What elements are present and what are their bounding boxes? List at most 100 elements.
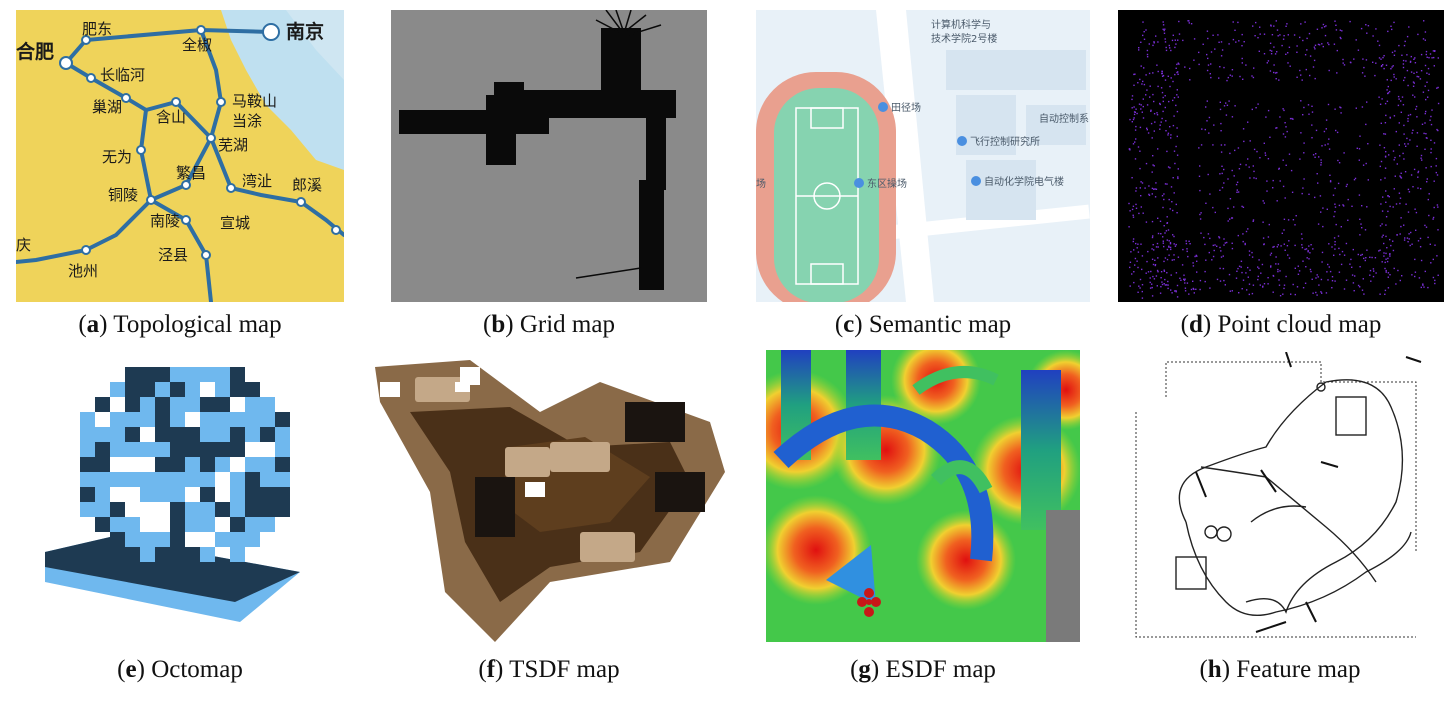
point-cloud-point (1385, 252, 1387, 255)
octomap-voxel (200, 457, 215, 472)
octomap-voxel (110, 427, 125, 442)
point-cloud-point (1361, 106, 1364, 108)
point-cloud-point (1288, 153, 1291, 155)
octomap-voxel (200, 502, 215, 517)
point-cloud-point (1387, 85, 1389, 88)
point-cloud-point (1262, 237, 1265, 239)
point-cloud-point (1239, 163, 1242, 166)
point-cloud-point (1313, 46, 1316, 48)
point-cloud-point (1251, 108, 1253, 111)
point-cloud-point (1343, 64, 1346, 66)
point-cloud-point (1207, 233, 1210, 235)
point-cloud-point (1385, 271, 1387, 273)
point-cloud-point (1172, 80, 1174, 83)
point-cloud-point (1363, 293, 1365, 295)
point-cloud-point (1334, 280, 1336, 282)
city-changlinhe: 长临河 (100, 66, 145, 84)
point-cloud-point (1170, 77, 1172, 79)
point-cloud-point (1141, 255, 1144, 257)
point-cloud-point (1322, 45, 1324, 48)
point-cloud-point (1179, 277, 1181, 279)
point-cloud-point (1254, 35, 1256, 37)
point-cloud-point (1198, 63, 1200, 66)
point-cloud-point (1413, 82, 1415, 84)
point-cloud-point (1164, 41, 1167, 43)
point-cloud-point (1331, 246, 1333, 248)
point-cloud-point (1403, 133, 1405, 135)
point-cloud-point (1301, 244, 1303, 246)
point-cloud-point (1325, 128, 1327, 130)
point-cloud-point (1129, 261, 1132, 263)
point-cloud-point (1424, 85, 1426, 87)
point-cloud-point (1425, 226, 1428, 228)
point-cloud-point (1430, 115, 1432, 118)
point-cloud-point (1277, 244, 1279, 246)
point-cloud-point (1247, 266, 1249, 269)
point-cloud-point (1138, 103, 1141, 105)
point-cloud-point (1186, 282, 1189, 284)
point-cloud-point (1131, 121, 1133, 123)
point-cloud-point (1360, 223, 1362, 225)
octomap-voxel (95, 397, 110, 412)
point-cloud-point (1238, 265, 1241, 267)
point-cloud-point (1323, 26, 1326, 28)
point-cloud-point (1208, 116, 1211, 119)
point-cloud-point (1224, 242, 1226, 244)
city-chaohu: 巢湖 (92, 98, 122, 116)
point-cloud-point (1338, 204, 1341, 207)
point-cloud-point (1141, 290, 1143, 293)
point-cloud-point (1386, 89, 1388, 91)
point-cloud-point (1310, 270, 1312, 273)
point-cloud-point (1134, 141, 1136, 143)
point-cloud-point (1163, 32, 1166, 34)
point-cloud-point (1219, 267, 1221, 270)
point-cloud-point (1247, 121, 1249, 123)
point-cloud-point (1174, 46, 1176, 49)
point-cloud-point (1143, 67, 1145, 69)
point-cloud-point (1146, 49, 1149, 52)
point-cloud-point (1416, 116, 1418, 118)
point-cloud-point (1425, 53, 1427, 56)
point-cloud-point (1269, 70, 1272, 72)
point-cloud-point (1424, 148, 1426, 150)
point-cloud-point (1356, 147, 1358, 149)
point-cloud-point (1190, 288, 1193, 291)
point-cloud-point (1389, 116, 1391, 119)
point-cloud-point (1205, 202, 1207, 204)
point-cloud-point (1223, 279, 1225, 282)
point-cloud-point (1275, 127, 1277, 129)
point-cloud-point (1174, 290, 1176, 292)
point-cloud-point (1238, 292, 1240, 294)
point-cloud-point (1219, 66, 1221, 68)
point-cloud-point (1206, 69, 1209, 72)
point-cloud-point (1279, 34, 1281, 36)
octomap-voxel (170, 397, 185, 412)
point-cloud-point (1430, 262, 1432, 264)
point-cloud-point (1428, 73, 1430, 75)
point-cloud-point (1420, 157, 1422, 159)
octomap-voxel (155, 442, 170, 457)
point-cloud-point (1209, 287, 1211, 289)
point-cloud-point (1172, 209, 1174, 212)
point-cloud-point (1200, 232, 1202, 234)
point-cloud-point (1241, 288, 1243, 290)
point-cloud-point (1176, 154, 1179, 156)
point-cloud-point (1132, 240, 1134, 243)
point-cloud-point (1295, 215, 1297, 217)
point-cloud-point (1369, 269, 1372, 272)
point-cloud-point (1276, 29, 1279, 31)
point-cloud-point (1363, 66, 1365, 69)
point-cloud-point (1284, 249, 1286, 251)
point-cloud-point (1180, 279, 1182, 281)
point-cloud-point (1284, 122, 1286, 124)
point-cloud-point (1207, 57, 1209, 60)
point-cloud-point (1428, 214, 1430, 217)
point-cloud-point (1221, 186, 1224, 189)
point-cloud-point (1417, 170, 1420, 173)
point-cloud-point (1164, 79, 1167, 81)
label-automation-dept: 自动控制系 (1039, 112, 1089, 125)
point-cloud-point (1164, 38, 1166, 40)
point-cloud-point (1140, 65, 1142, 67)
point-cloud-point (1171, 292, 1173, 294)
point-cloud-point (1359, 266, 1361, 268)
